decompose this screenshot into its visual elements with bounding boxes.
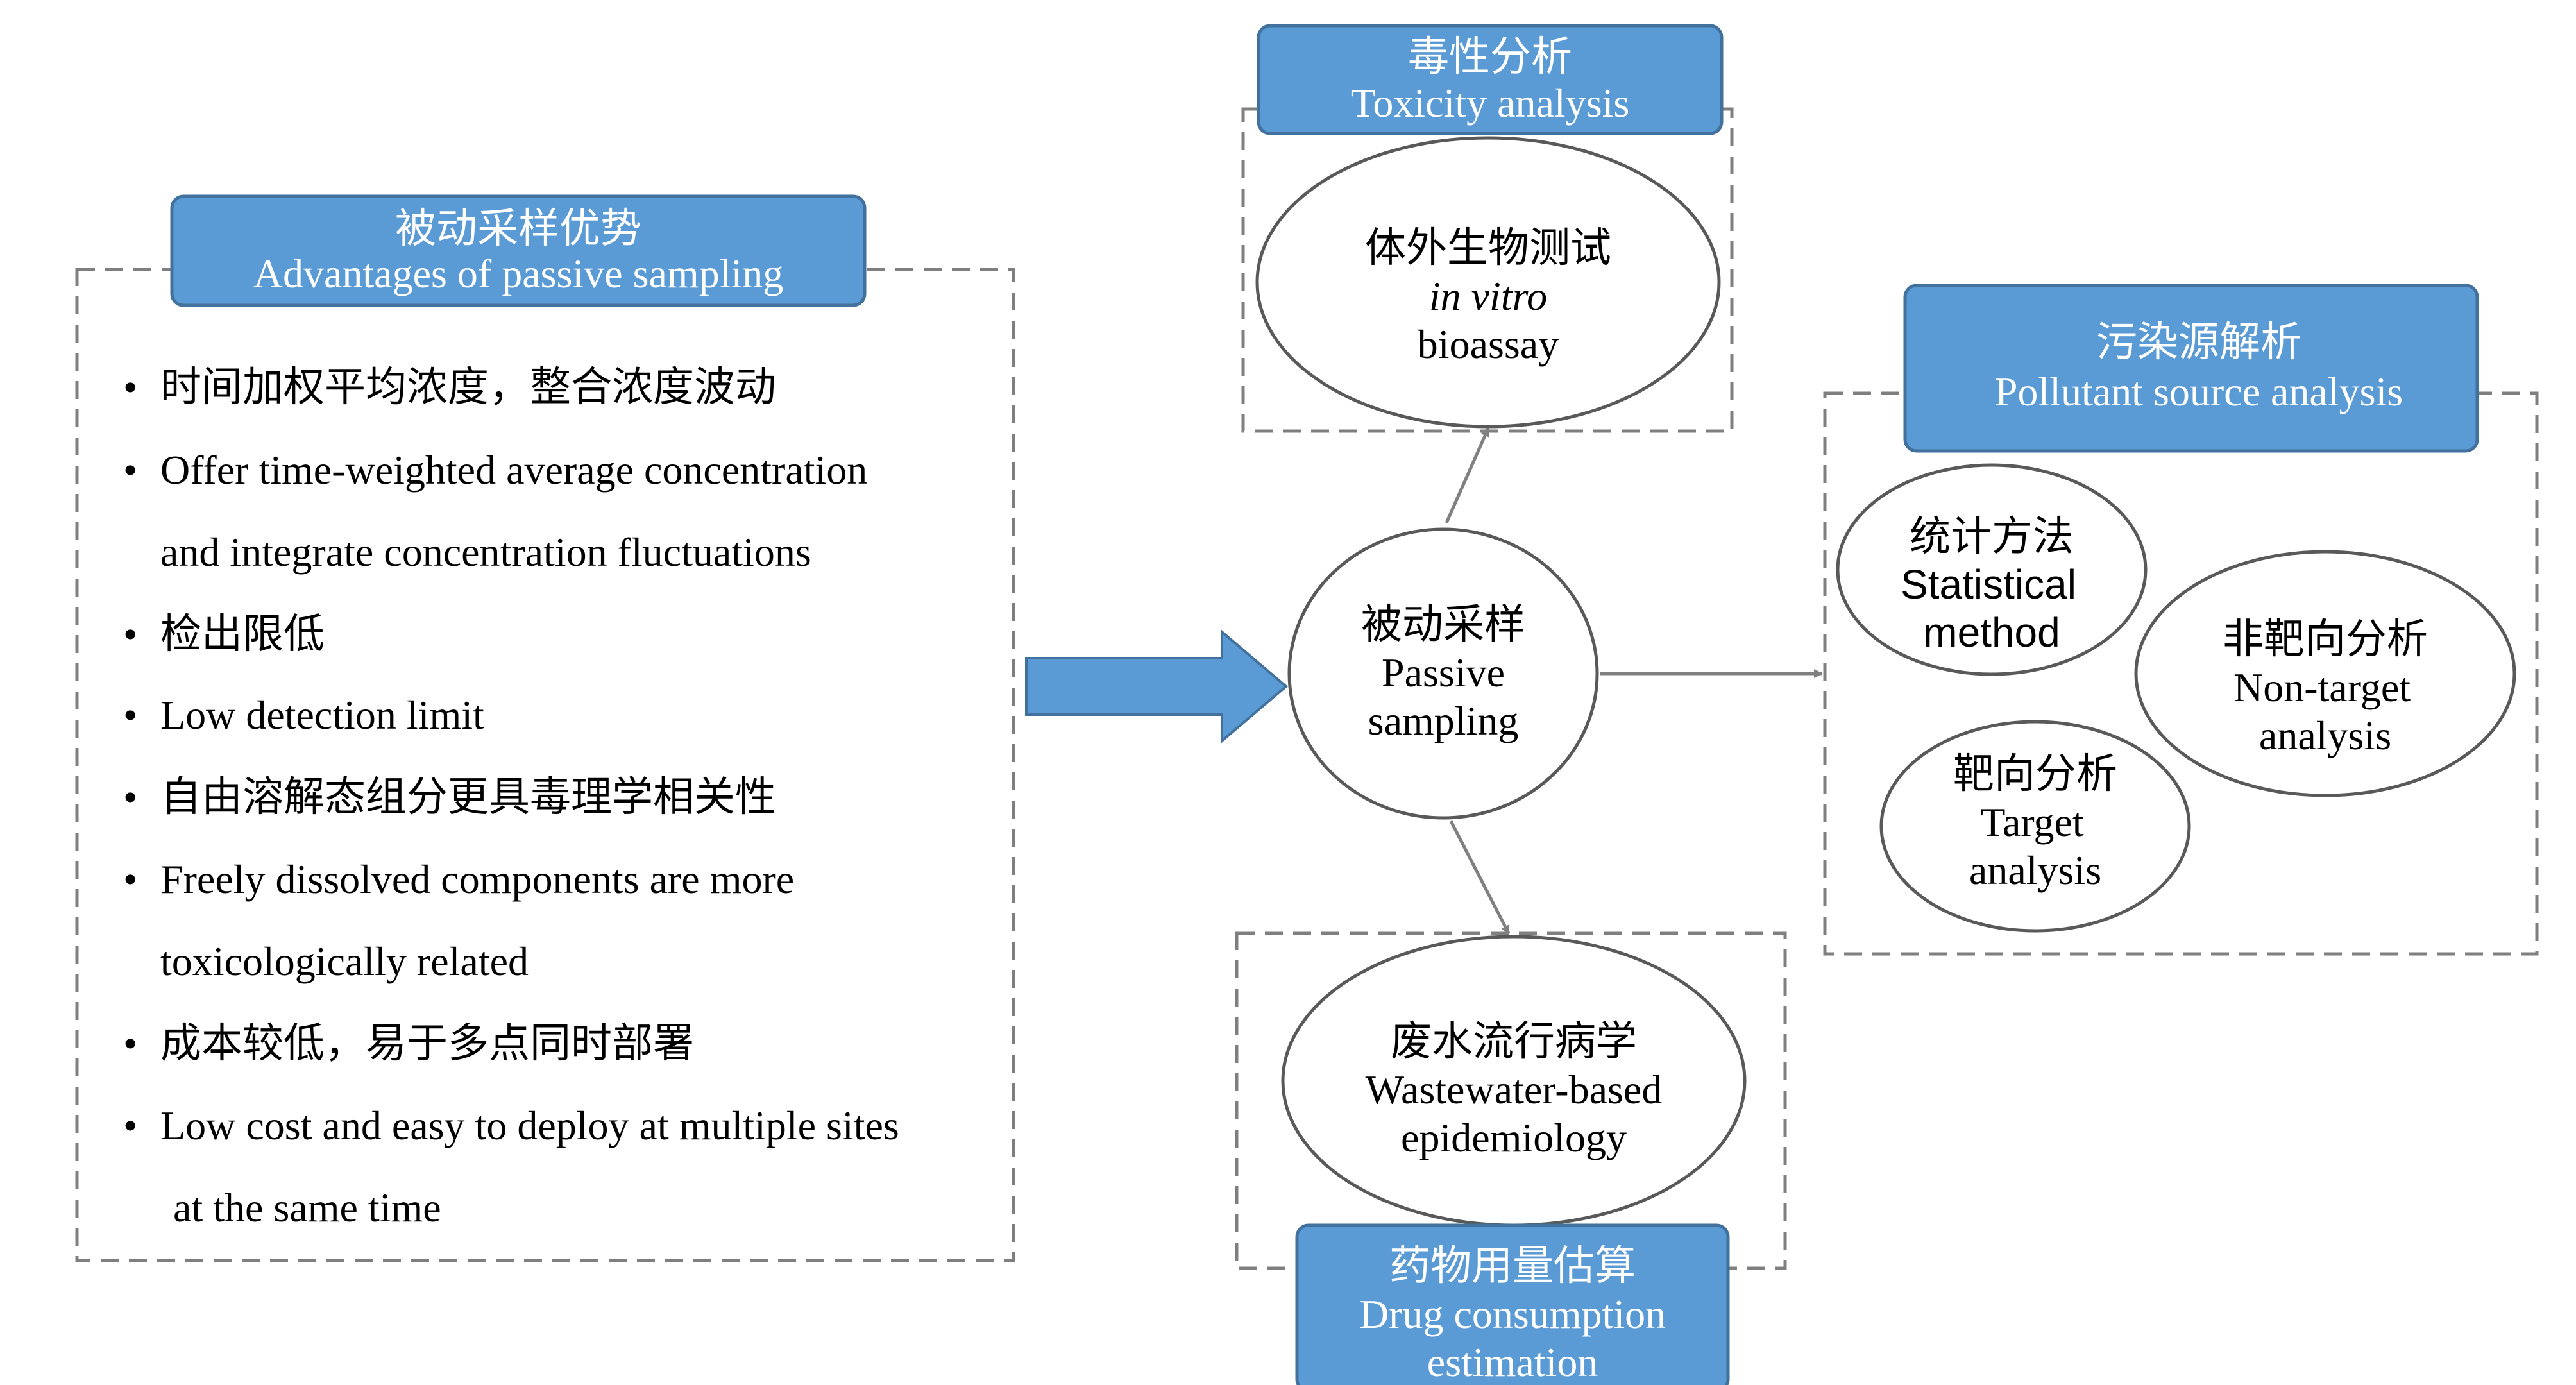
pollutant-title-cn: 污染源解析	[2096, 319, 2301, 365]
target-label-en-2: analysis	[1969, 847, 2101, 893]
passive-sampling-ellipse	[1287, 527, 1599, 820]
connector-to-toxicity	[1445, 427, 1490, 524]
advantages-list: • 时间加权平均浓度，整合浓度波动 • Offer time-weighted …	[123, 364, 899, 1230]
bullet-icon: •	[123, 1103, 137, 1148]
list-item: 检出限低	[160, 611, 325, 657]
statistical-label-cn: 统计方法	[1910, 513, 2074, 559]
list-item: 时间加权平均浓度，整合浓度波动	[160, 364, 776, 410]
statistical-label-en-2: method	[1923, 609, 2060, 656]
pollutant-panel: 污染源解析 Pollutant source analysis 统计方法 Sta…	[1823, 284, 2539, 956]
passive-sampling-label-en-2: sampling	[1368, 698, 1519, 743]
non-target-label-en-2: analysis	[2259, 713, 2391, 758]
bullet-icon: •	[123, 1021, 137, 1066]
in-vitro-bioassay-ellipse	[1255, 136, 1721, 429]
non-target-label-cn: 非靶向分析	[2223, 616, 2428, 662]
bullet-icon: •	[123, 856, 137, 902]
right-block-arrow-icon	[1025, 629, 1289, 744]
connector-to-drug	[1449, 820, 1511, 935]
non-target-label-en-1: Non-target	[2233, 665, 2411, 710]
passive-sampling-node: 被动采样 Passive sampling	[1287, 527, 1599, 820]
in-vitro-label-cn: 体外生物测试	[1365, 225, 1611, 271]
bullet-icon: •	[123, 611, 137, 657]
in-vitro-label-en-1: in vitro	[1429, 273, 1547, 319]
list-item-continuation: at the same time	[173, 1185, 441, 1230]
pollutant-title-box	[1903, 284, 2479, 453]
advantages-title-en: Advantages of passive sampling	[253, 251, 784, 296]
list-item-continuation: and integrate concentration fluctuations	[160, 529, 811, 575]
target-label-en-1: Target	[1980, 799, 2084, 845]
wastewater-label-en-2: epidemiology	[1401, 1115, 1627, 1160]
statistical-method-ellipse	[1836, 463, 2148, 676]
list-item-continuation: toxicologically related	[160, 939, 529, 984]
list-item: Low detection limit	[160, 692, 484, 738]
drug-title-cn: 药物用量估算	[1389, 1243, 1636, 1289]
list-item: 自由溶解态组分更具毒理学相关性	[160, 774, 776, 820]
wastewater-label-en-1: Wastewater-based	[1366, 1067, 1663, 1112]
in-vitro-label-en-2: bioassay	[1418, 321, 1559, 367]
list-item: Low cost and easy to deploy at multiple …	[160, 1103, 899, 1148]
advantages-panel: 被动采样优势 Advantages of passive sampling • …	[75, 194, 1015, 1262]
toxicity-title-en: Toxicity analysis	[1351, 80, 1630, 126]
list-item: Freely dissolved components are more	[160, 856, 794, 902]
drug-title-en-2: estimation	[1427, 1339, 1598, 1385]
target-analysis-ellipse	[1879, 720, 2191, 933]
drug-title-en-1: Drug consumption	[1359, 1291, 1666, 1337]
pollutant-title-en: Pollutant source analysis	[1995, 369, 2403, 414]
list-item: Offer time-weighted average concentratio…	[160, 447, 867, 493]
toxicity-panel: 体外生物测试 in vitro bioassay 毒性分析 Toxicity a…	[1241, 24, 1734, 433]
passive-sampling-label-en-1: Passive	[1382, 650, 1505, 695]
advantages-title-box	[170, 194, 867, 307]
advantages-title-cn: 被动采样优势	[395, 205, 641, 251]
toxicity-title-box	[1257, 24, 1724, 135]
bullet-icon: •	[123, 774, 137, 820]
drug-panel: 废水流行病学 Wastewater-based epidemiology 药物用…	[1235, 931, 1787, 1385]
list-item: 成本较低，易于多点同时部署	[160, 1020, 694, 1066]
bullet-icon: •	[123, 364, 137, 410]
non-target-analysis-ellipse	[2134, 550, 2516, 797]
toxicity-dashed-frame	[1241, 107, 1734, 433]
drug-title-box	[1295, 1223, 1730, 1385]
wastewater-label-cn: 废水流行病学	[1391, 1018, 1637, 1064]
toxicity-title-cn: 毒性分析	[1408, 33, 1572, 80]
statistical-label-en-1: Statistical	[1901, 561, 2076, 608]
bullet-icon: •	[123, 692, 137, 738]
target-label-cn: 靶向分析	[1953, 751, 2117, 797]
bullet-icon: •	[123, 447, 137, 493]
passive-sampling-label-cn: 被动采样	[1361, 601, 1525, 647]
